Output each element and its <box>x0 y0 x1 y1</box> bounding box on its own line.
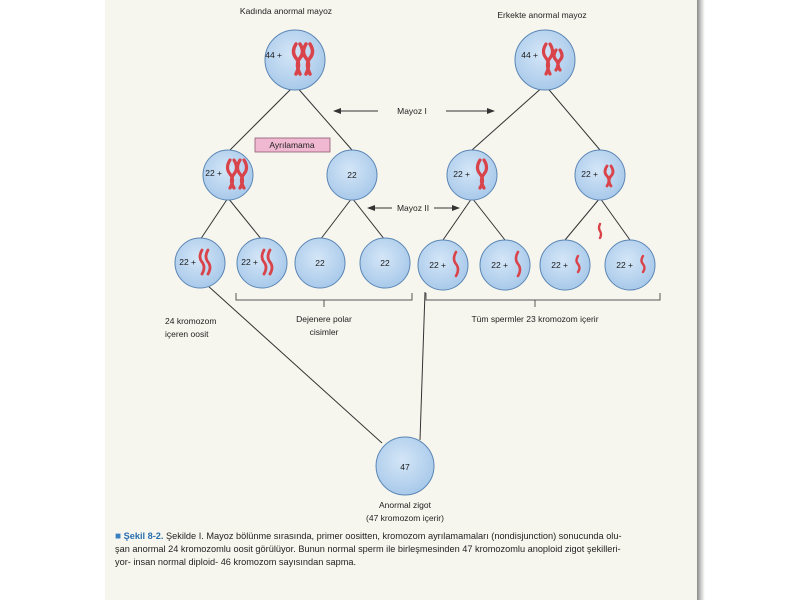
caption-line-3: yor- insan normal diploid- 46 kromozom s… <box>115 557 357 567</box>
chromosome <box>640 254 646 274</box>
oocyte-annotation-line2: içeren oosit <box>165 329 209 339</box>
chromatid-pair <box>260 248 274 276</box>
chromosome <box>452 250 460 278</box>
female-gamete-1-count: 22 + <box>179 257 196 267</box>
male-secondary-a-count: 22 + <box>453 169 470 179</box>
female-secondary-cell-abnormal: 22 + <box>202 149 254 201</box>
meiosis1-label: Mayoz I <box>397 106 427 116</box>
female-gamete-2-count: 22 + <box>241 257 258 267</box>
male-primary-count: 44 + <box>521 50 538 60</box>
male-gamete-sperm-3: 22 + <box>539 239 591 291</box>
polar-bodies-bracket <box>235 293 413 307</box>
abnormal-zygote-cell: 47 <box>375 436 435 496</box>
female-secondary-a-count: 22 + <box>205 168 222 178</box>
chromatid-pair <box>198 248 212 276</box>
female-secondary-cell-deficient: 22 <box>326 149 378 201</box>
sperm-bracket <box>425 293 661 307</box>
oocyte-annotation-line1: 24 kromozom <box>165 316 217 326</box>
zygote-annotation-line1: Anormal zigot <box>379 500 432 510</box>
female-primary-cell: 44 + <box>264 29 326 91</box>
nondisjunction-label: Ayrılamama <box>269 140 314 150</box>
female-gamete-oocyte: 22 + <box>174 237 226 289</box>
male-gamete-sperm-2: 22 + <box>479 239 531 291</box>
female-primary-count: 44 + <box>265 50 282 60</box>
female-secondary-b-count: 22 <box>347 170 357 180</box>
meiosis2-label: Mayoz II <box>397 203 429 213</box>
homolog-pair-chromosomes <box>291 42 315 76</box>
male-lineage-lines <box>419 84 631 441</box>
male-gamete-2-count: 22 + <box>491 260 508 270</box>
chromatid-pair <box>603 164 615 188</box>
polar-bodies-annotation-line1: Dejenere polar <box>296 314 352 324</box>
figure-label: Şekil 8-2. <box>123 531 164 541</box>
male-gamete-1-count: 22 + <box>429 260 446 270</box>
female-gamete-polar-body-3: 22 <box>359 237 411 289</box>
zygote-annotation-line2: (47 kromozom içerir) <box>366 513 444 523</box>
male-gamete-4-count: 22 + <box>616 260 633 270</box>
male-primary-cell: 44 + <box>514 29 576 91</box>
male-secondary-b-count: 22 + <box>581 169 598 179</box>
polar-bodies-annotation-line2: cisimler <box>310 327 339 337</box>
nondisjunction-box <box>254 137 331 153</box>
separating-chromosome <box>597 222 603 240</box>
homolog-pair-chromosomes <box>541 42 564 76</box>
female-gamete-4-count: 22 <box>380 258 390 268</box>
sperm-annotation: Tüm spermler 23 kromozom içerir <box>471 314 598 324</box>
caption-text-1: Şekilde I. Mayoz bölünme sırasında, prim… <box>166 531 622 541</box>
male-gamete-sperm-1: 22 + <box>417 239 469 291</box>
female-gamete-polar-body-1: 22 + <box>236 237 288 289</box>
male-gamete-3-count: 22 + <box>551 260 568 270</box>
caption-marker: ■ <box>115 531 122 542</box>
male-gamete-sperm-4: 22 + <box>604 239 656 291</box>
female-gamete-polar-body-2: 22 <box>294 237 346 289</box>
zygote-count: 47 <box>400 462 410 472</box>
female-gamete-3-count: 22 <box>315 258 325 268</box>
page-binding-shadow <box>697 0 705 600</box>
chromosome <box>575 254 581 274</box>
chromosome <box>514 250 522 278</box>
figure-caption: ■ Şekil 8-2. Şekilde I. Mayoz bölünme sı… <box>115 530 700 569</box>
male-secondary-cell-a: 22 + <box>446 149 498 201</box>
female-meiosis-title: Kadında anormal mayoz <box>240 6 332 16</box>
extra-chromosome-pair <box>225 158 249 190</box>
male-secondary-cell-b: 22 + <box>574 149 626 201</box>
caption-line-1: ■ Şekil 8-2. Şekilde I. Mayoz bölünme sı… <box>115 530 700 543</box>
female-lineage-lines <box>199 84 386 444</box>
male-meiosis-title: Erkekte anormal mayoz <box>497 10 586 20</box>
chromatid-pair <box>475 158 489 190</box>
caption-line-2: şan anormal 24 kromozomlu oosit görülüyo… <box>115 544 621 554</box>
